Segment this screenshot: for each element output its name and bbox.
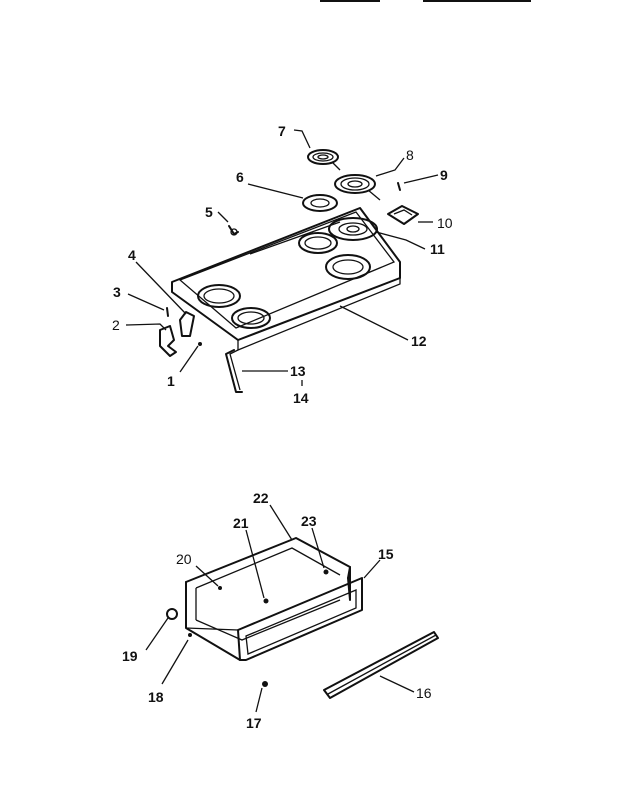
header-bar-right [423, 0, 531, 2]
screw-21 [263, 598, 269, 604]
leader-22 [269, 504, 293, 541]
leader-21 [245, 529, 265, 599]
label-2: 2 [112, 317, 120, 333]
drawer-right-side [347, 566, 351, 601]
screw-9 [397, 182, 401, 191]
screw-20 [218, 586, 222, 590]
screw-18 [188, 633, 192, 637]
cooktop-assembly [125, 129, 439, 393]
label-13: 13 [290, 363, 306, 379]
burner-opening-front-center [231, 307, 271, 329]
leader-7 [293, 129, 311, 149]
label-21: 21 [233, 515, 249, 531]
label-3: 3 [113, 284, 121, 300]
drawer-front-panel [237, 577, 363, 661]
label-8: 8 [406, 147, 414, 163]
label-16: 16 [416, 685, 432, 701]
screw-23 [323, 569, 329, 575]
label-14: 14 [293, 390, 309, 406]
drawer-back-panel [185, 537, 351, 583]
label-17: 17 [246, 715, 262, 731]
drawer-left-side [185, 581, 241, 661]
leader-1 [179, 345, 199, 373]
leader-19 [145, 617, 169, 651]
leader-20 [195, 565, 219, 587]
label-4: 4 [128, 247, 136, 263]
label-9: 9 [440, 167, 448, 183]
label-18: 18 [148, 689, 164, 705]
label-20: 20 [176, 551, 192, 567]
leader-5 [217, 211, 229, 223]
screw-3 [166, 307, 169, 317]
hinge-bracket-2 [159, 325, 177, 357]
screw-17 [262, 681, 268, 687]
leader-2 [125, 323, 167, 331]
label-22: 22 [253, 490, 269, 506]
label-6: 6 [236, 169, 244, 185]
leader-12 [339, 305, 409, 341]
label-5: 5 [205, 204, 213, 220]
label-12: 12 [411, 333, 427, 349]
label-11: 11 [430, 241, 445, 257]
drip-pan-large [328, 217, 378, 241]
leader-17 [255, 687, 263, 713]
label-1: 1 [167, 373, 175, 389]
burner-opening-rear-left [298, 232, 338, 254]
label-10: 10 [437, 215, 453, 231]
support-rod [225, 349, 243, 393]
screw-1 [198, 342, 202, 346]
leader-23 [311, 527, 325, 569]
leader-3 [127, 293, 165, 311]
burner-opening-rear-right [325, 254, 371, 280]
leader-9 [403, 174, 439, 184]
leader-16 [379, 675, 415, 693]
receptacle-10 [387, 205, 419, 225]
leader-8 [375, 157, 405, 177]
leader-4 [135, 261, 187, 315]
surface-element-small [307, 149, 339, 165]
label-23: 23 [301, 513, 317, 529]
leader-18 [161, 639, 189, 685]
bracket-4 [179, 311, 195, 337]
leader-11 [375, 231, 426, 250]
surface-element-large [334, 174, 376, 194]
roller-19 [166, 608, 178, 620]
drawer-assembly [145, 504, 439, 713]
leader-6 [247, 183, 304, 199]
leader-15 [363, 559, 381, 579]
label-15: 15 [378, 546, 394, 562]
header-bar-left [320, 0, 380, 2]
label-19: 19 [122, 648, 138, 664]
burner-opening-front-left [197, 284, 241, 308]
label-7: 7 [278, 123, 286, 139]
drip-pan-small [302, 194, 338, 212]
drawer-slide-rail [323, 631, 439, 699]
